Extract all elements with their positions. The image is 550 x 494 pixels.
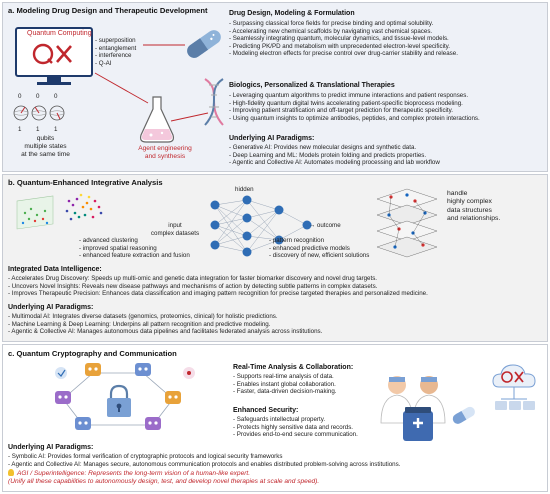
list-item: - Accelerates Drug Discovery: Speeds up …: [8, 275, 378, 282]
list-item: - Supports real-time analysis of data.: [233, 373, 334, 380]
security-list: - Safeguards intellectual property. - Pr…: [233, 416, 358, 439]
qubit-value: 1: [54, 126, 58, 133]
list-item: - Improves Therapeutic Precision: Enhanc…: [8, 290, 428, 298]
quantum-logo-icon: [32, 43, 72, 65]
list-item: - Deep Learning and ML: Models protein f…: [229, 151, 427, 159]
list-item: - Seamlessly integrating quantum, molecu…: [229, 35, 449, 43]
list-item: - High-fidelity quantum digital twins ac…: [229, 99, 463, 107]
flask-icon: [139, 96, 175, 143]
panel-drug-design: a. Modeling Drug Design and Therapeutic …: [2, 2, 548, 172]
realtime-heading: Real-Time Analysis & Collaboration:: [233, 364, 354, 371]
ai-paradigms-b-heading: Underlying AI Paradigms:: [8, 304, 94, 311]
list-item: - Symbolic AI: Provides formal verificat…: [8, 453, 283, 460]
list-item: - improved spatial reasoning: [79, 244, 157, 252]
qubit-value: 1: [18, 126, 22, 133]
qc-feature: - entanglement: [95, 44, 137, 52]
panel-b-title: b. Quantum-Enhanced Integrative Analysis: [8, 178, 163, 187]
secure-cloud-icon: [492, 364, 536, 410]
list-item: - Provides end-to-end secure communicati…: [233, 431, 358, 439]
outcome-label: → outcome: [309, 222, 341, 229]
list-item: - Machine Learning & Deep Learning: Unde…: [8, 320, 271, 328]
connector-lines: [94, 44, 209, 122]
list-item: - advanced clustering: [79, 237, 138, 244]
list-item: - Improving patient stratification and o…: [229, 107, 454, 115]
qubit-spheres-icon: [13, 105, 65, 121]
robot-network-illustration: [55, 363, 195, 430]
ai-paradigms-c-heading: Underlying AI Paradigms:: [8, 444, 94, 451]
security-heading: Enhanced Security:: [233, 407, 299, 414]
qubit-value: 0: [18, 93, 22, 100]
ai-paradigms-c-list: - Symbolic AI: Provides formal verificat…: [8, 453, 400, 468]
qubit-value: 0: [54, 93, 58, 100]
qc-feature: - Q-AI: [95, 59, 112, 67]
panel-c-title: c. Quantum Cryptography and Communicatio…: [8, 349, 177, 358]
list-item: - Predicting PK/PD and metabolism with u…: [229, 42, 451, 50]
list-item: - Generative AI: Provides new molecular …: [229, 144, 417, 151]
monitor-icon: [15, 27, 93, 85]
realtime-list: - Supports real-time analysis of data. -…: [233, 373, 337, 396]
list-item: - Agentic and Collective AI: Automates m…: [229, 159, 440, 167]
lightbulb-icon: [8, 469, 14, 476]
biologics-list: - Leveraging quantum algorithms to predi…: [229, 92, 480, 122]
list-item: - Surpassing classical force fields for …: [229, 20, 434, 27]
integrated-list: - Accelerates Drug Discovery: Speeds up …: [8, 275, 428, 298]
list-item: - Using quantum insights to optimize ant…: [229, 114, 480, 122]
list-item: - discovery of new, efficient solutions: [269, 252, 370, 260]
qubit-value: 1: [36, 126, 40, 133]
list-item: - enhanced feature extraction and fusion: [79, 252, 190, 260]
input-label: input complex datasets: [150, 222, 200, 237]
list-item: - Agentic & Collective AI: Manages auton…: [8, 328, 323, 336]
qc-feature-list: - superposition - entanglement - interfe…: [95, 37, 136, 67]
hidden-label: hidden: [235, 186, 254, 193]
list-item: - pattern recognition: [269, 237, 325, 244]
ai-paradigms-a-list: - Generative AI: Provides new molecular …: [229, 144, 440, 167]
list-item: - Leveraging quantum algorithms to predi…: [229, 92, 469, 99]
agent-caption: Agent engineering and synthesis: [138, 145, 192, 161]
quantum-computing-label: Quantum Computing: [27, 30, 92, 37]
capsule-icon: [187, 30, 221, 58]
analysis-features-list: - advanced clustering - improved spatial…: [79, 237, 190, 260]
agi-vision-line: AGI / Superintelligence: Represents the …: [8, 469, 250, 478]
handle-complex-text: handle highly complex data structures an…: [447, 190, 501, 223]
list-item: - Faster, data-driven decision-making.: [233, 388, 337, 396]
neural-network-diagram: [210, 195, 312, 257]
outcome-list: - pattern recognition - enhanced predict…: [269, 237, 369, 260]
biologics-heading: Biologics, Personalized & Translational …: [229, 82, 395, 89]
list-item: - Protects highly sensitive data and rec…: [233, 423, 354, 431]
list-item: - Multimodal AI: Integrates diverse data…: [8, 313, 278, 320]
qc-feature: - interference: [95, 52, 132, 60]
list-item: - Modeling electron effects for precise …: [229, 50, 458, 58]
list-item: - Uncovers Novel Insights: Reveals new d…: [8, 282, 378, 290]
list-item: - enhanced predictive models: [269, 244, 350, 252]
qubit-value: 0: [36, 93, 40, 100]
cluster-plot-icon: [16, 193, 103, 230]
panel-a-title: a. Modeling Drug Design and Therapeutic …: [8, 6, 208, 15]
list-item: - Enables instant global collaboration.: [233, 380, 336, 388]
list-item: - Agentic and Collective AI: Manages sec…: [8, 460, 401, 468]
list-item: - Safeguards intellectual property.: [233, 416, 326, 423]
panel-cryptography: c. Quantum Cryptography and Communicatio…: [2, 344, 548, 492]
lab-security-illustration: [380, 376, 475, 441]
dna-helix-icon: [204, 78, 224, 126]
drug-design-heading: Drug Design, Modeling & Formulation: [229, 10, 355, 17]
ai-paradigms-a-heading: Underlying AI Paradigms:: [229, 135, 315, 142]
agi-unify-line: (Unify all these capabilities to autonom…: [8, 478, 320, 485]
panel-integrative-analysis: b. Quantum-Enhanced Integrative Analysis…: [2, 174, 548, 342]
integrated-heading: Integrated Data Intelligence:: [8, 266, 102, 273]
list-item: - Accelerating new chemical scaffolds by…: [229, 27, 433, 35]
ai-paradigms-b-list: - Multimodal AI: Integrates diverse data…: [8, 313, 322, 336]
drug-design-list: - Surpassing classical force fields for …: [229, 20, 458, 58]
data-layers-icon: [376, 188, 438, 258]
qc-feature: - superposition: [95, 37, 136, 44]
qubits-caption: qubits multiple states at the same time: [21, 135, 70, 158]
